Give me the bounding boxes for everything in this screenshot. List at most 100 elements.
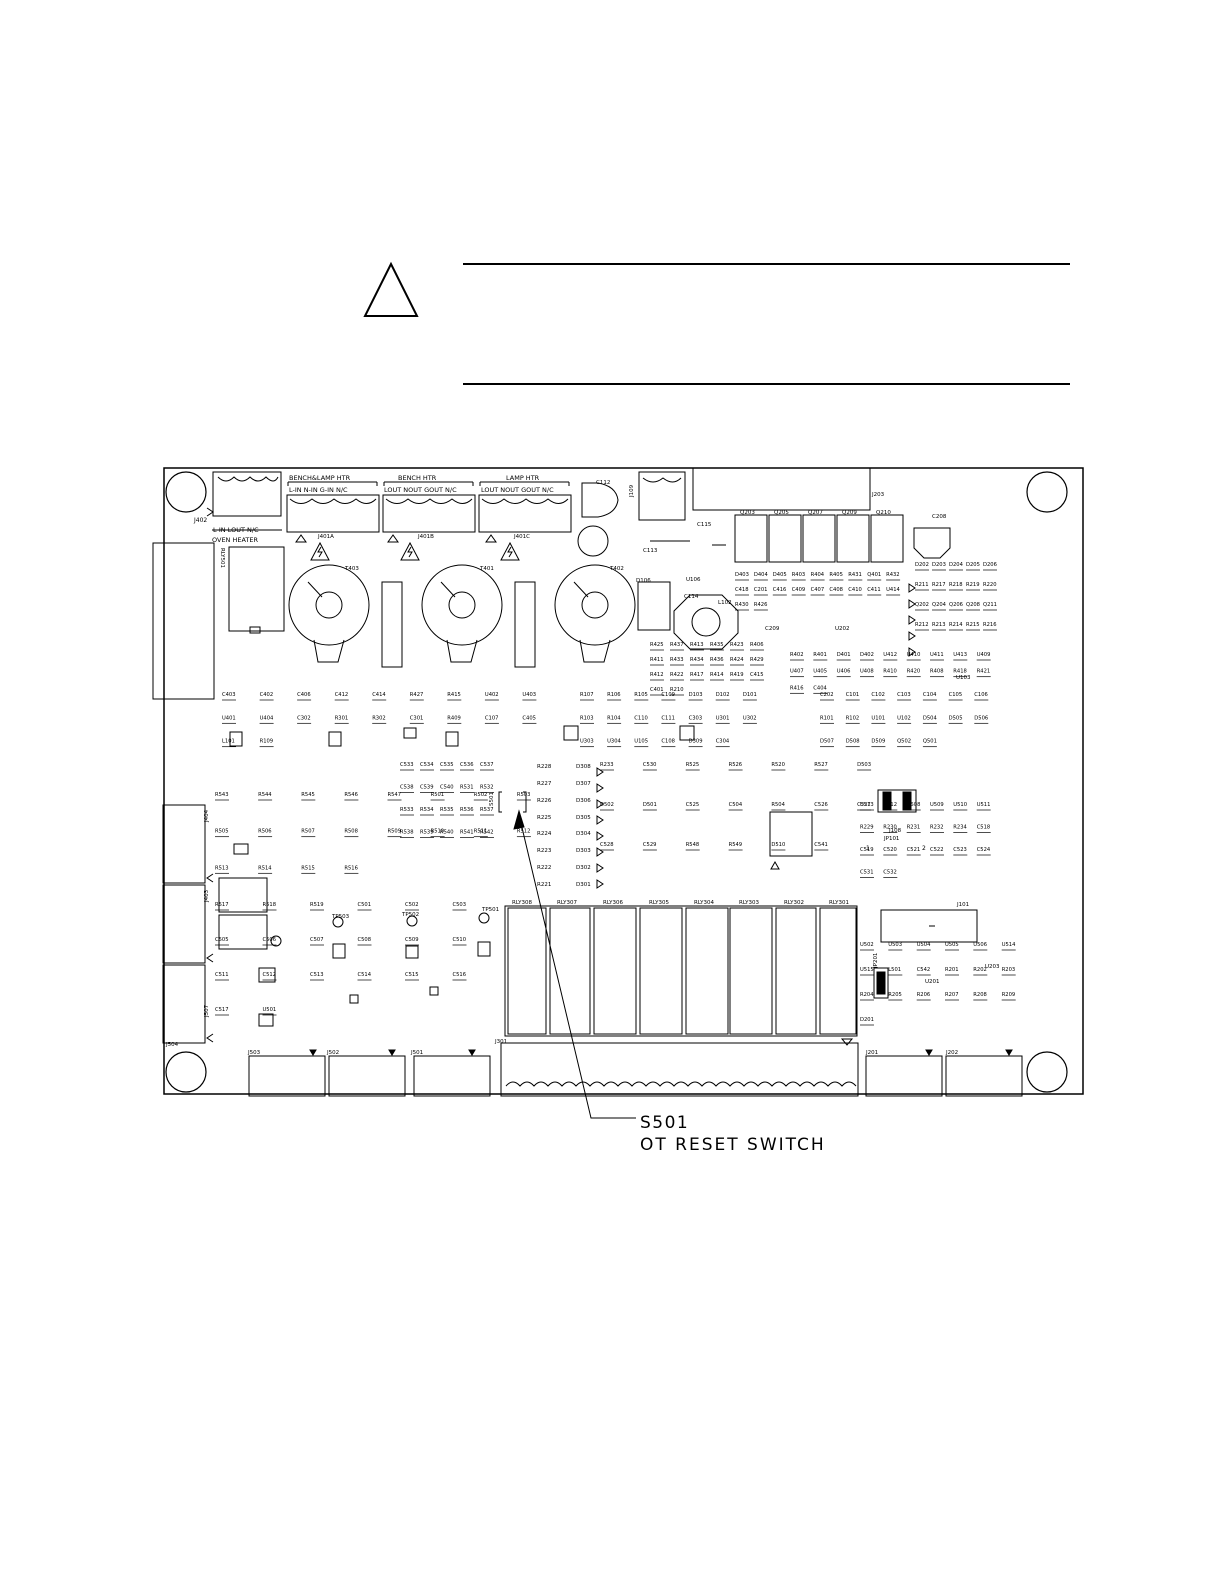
silkscreen-label: R542 <box>480 830 494 836</box>
silkscreen-label: C539 <box>420 785 434 791</box>
svg-text:D302: D302 <box>576 865 591 871</box>
transistors-top: Q203 Q205 Q207 Q209 Q210 <box>734 510 904 563</box>
silkscreen-label: U511 <box>977 802 991 808</box>
silkscreen-label: U301 <box>716 715 730 721</box>
silkscreen-label: D204 <box>949 562 964 568</box>
diodes-right <box>908 583 916 657</box>
silkscreen-label: C504 <box>729 802 743 808</box>
silkscreen-label: C502 <box>405 902 419 908</box>
silkscreen-label: R207 <box>945 992 959 998</box>
silkscreen-label: R526 <box>729 762 743 768</box>
label-j401a: J401A <box>317 534 334 540</box>
silkscreen-label: C537 <box>480 762 494 768</box>
lower-left-circuits <box>233 843 491 1027</box>
silkscreen-label: C202 <box>820 692 834 698</box>
silkscreen-label: U506 <box>973 942 987 948</box>
silkscreen-label: R410 <box>883 669 897 675</box>
silkscreen-label: R541 <box>460 830 474 836</box>
silkscreen-label: R509 <box>388 829 402 835</box>
silkscreen-label: R417 <box>690 672 704 678</box>
svg-text:C112: C112 <box>596 480 610 486</box>
silkscreen-label: R504 <box>771 802 785 808</box>
silkscreen-label: D203 <box>932 562 946 568</box>
switch-s501: S501 <box>489 791 527 813</box>
silkscreen-label: R514 <box>258 865 272 871</box>
silkscreen-label: C414 <box>372 692 386 698</box>
silkscreen-label: R411 <box>650 657 664 663</box>
silkscreen-label: R229 <box>860 825 874 831</box>
silkscreen-label: C111 <box>661 715 675 721</box>
silkscreen-label: C406 <box>297 692 311 698</box>
silkscreen-label: R535 <box>440 807 454 813</box>
svg-text:TP503: TP503 <box>331 914 350 920</box>
svg-text:T402: T402 <box>609 566 624 572</box>
silkscreen-label: C527 <box>857 802 871 808</box>
svg-text:TP502: TP502 <box>401 912 419 918</box>
silkscreen-label: U414 <box>886 587 900 593</box>
silkscreen-label: R406 <box>750 642 764 648</box>
silkscreen-label: R414 <box>710 672 724 678</box>
svg-text:RLY307: RLY307 <box>557 900 578 906</box>
ic-blocks-mid <box>229 725 813 870</box>
svg-text:U202: U202 <box>835 626 850 632</box>
silkscreen-label: D202 <box>915 562 929 568</box>
silkscreen-label: R401 <box>813 652 827 658</box>
svg-text:D303: D303 <box>576 848 591 854</box>
silkscreen-label: U504 <box>917 942 931 948</box>
svg-text:U201: U201 <box>925 979 940 985</box>
silkscreen-label: C526 <box>814 802 828 808</box>
silkscreen-label: U413 <box>953 652 967 658</box>
silkscreen-label: D506 <box>974 715 988 721</box>
silkscreen-label: C516 <box>453 972 467 978</box>
svg-text:Q210: Q210 <box>876 510 891 516</box>
silkscreen-label: R415 <box>447 692 461 698</box>
silkscreen-label: Q502 <box>897 739 911 745</box>
warning-rule-top <box>463 263 1070 265</box>
silkscreen-label: U304 <box>607 739 621 745</box>
mounting-holes <box>165 471 1068 1093</box>
svg-text:J403: J403 <box>204 889 210 903</box>
silkscreen-label: R513 <box>215 865 229 871</box>
silkscreen-label: C538 <box>400 785 414 791</box>
silkscreen-label: D309 <box>689 739 703 745</box>
svg-text:T403: T403 <box>344 566 359 572</box>
svg-text:J404: J404 <box>204 809 210 823</box>
svg-text:D307: D307 <box>576 781 591 787</box>
silkscreen-label: Q211 <box>983 602 997 608</box>
label-j402: J402 <box>193 517 207 524</box>
silkscreen-label: C522 <box>930 847 944 853</box>
silkscreen-label: R403 <box>792 572 806 578</box>
silkscreen-label: U407 <box>790 669 804 675</box>
silkscreen-label: C507 <box>310 937 324 943</box>
silkscreen-label: C512 <box>263 972 277 978</box>
silkscreen-label: D103 <box>689 692 703 698</box>
jumper-jp201: JP201 <box>873 953 889 999</box>
silkscreen-label: L501 <box>888 967 901 973</box>
silkscreen-label: U502 <box>860 942 874 948</box>
silkscreen-label: R405 <box>829 572 843 578</box>
svg-text:J201: J201 <box>865 1050 878 1056</box>
silkscreen-label: R433 <box>670 657 684 663</box>
silkscreen-label: C102 <box>871 692 885 698</box>
warning-rule-bottom <box>463 383 1070 385</box>
silkscreen-label: C408 <box>829 587 843 593</box>
svg-text:C114: C114 <box>684 594 699 600</box>
silkscreen-label: R230 <box>883 825 897 831</box>
silkscreen-label: R412 <box>650 672 664 678</box>
label-bench-htr: BENCH HTR <box>398 474 437 482</box>
svg-text:J503: J503 <box>247 1050 261 1056</box>
silkscreen-label: R520 <box>771 762 785 768</box>
silkscreen-label: R548 <box>686 842 700 848</box>
silkscreen-label: U105 <box>634 739 648 745</box>
svg-text:D308: D308 <box>576 764 591 770</box>
silkscreen-label: R422 <box>670 672 684 678</box>
silkscreen-label: U408 <box>860 669 874 675</box>
svg-text:Q207: Q207 <box>808 510 823 516</box>
silkscreen-label: D401 <box>837 652 851 658</box>
svg-text:Q209: Q209 <box>842 510 857 516</box>
silkscreen-label: U406 <box>837 669 851 675</box>
svg-text:R222: R222 <box>537 865 551 871</box>
svg-text:J507: J507 <box>204 1004 210 1018</box>
silkscreen-label: U101 <box>871 715 885 721</box>
silkscreen-label: R508 <box>344 829 358 835</box>
